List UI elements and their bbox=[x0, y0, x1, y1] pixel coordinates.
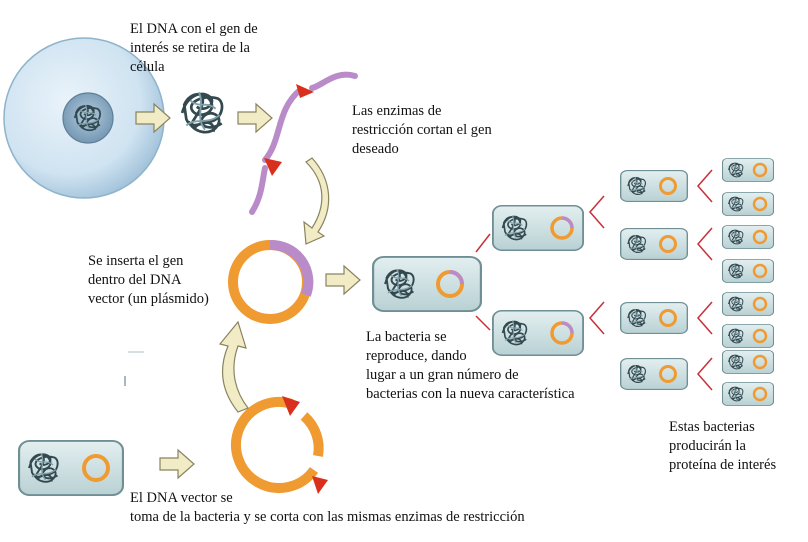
restriction-cut-bottom bbox=[264, 158, 282, 176]
transformed-bacterium bbox=[372, 256, 482, 312]
bacterium-gen3 bbox=[722, 382, 774, 406]
bacteria-gen3 bbox=[722, 158, 774, 406]
bacterium-gen3 bbox=[722, 350, 774, 374]
bacterium-gen3 bbox=[722, 259, 774, 283]
arrow-cell-to-dna bbox=[135, 102, 171, 134]
bacterium-gen3 bbox=[722, 292, 774, 316]
bacterium-gen3 bbox=[722, 192, 774, 216]
label-bacteria-reproduce: La bacteria se reproduce, dando lugar a … bbox=[366, 329, 575, 402]
restriction-cut-vector-top bbox=[282, 396, 300, 416]
bacterium-gen2 bbox=[620, 302, 688, 334]
bacterium-gen2 bbox=[620, 358, 688, 390]
inserted-gene-segment bbox=[269, 239, 314, 297]
source-bacterium bbox=[18, 440, 124, 496]
arrow-plasmid-to-bacterium bbox=[325, 264, 361, 296]
bacterium-gen1-bottom bbox=[492, 310, 584, 356]
recombinant-plasmid bbox=[228, 239, 314, 324]
cut-vector-plasmid bbox=[231, 396, 328, 494]
extracted-dna bbox=[180, 90, 224, 134]
branch-line bbox=[475, 315, 491, 331]
vector-ring-main bbox=[231, 397, 319, 493]
bacterium-gen3 bbox=[722, 324, 774, 348]
cut-gene bbox=[249, 71, 358, 215]
label-enzymes-cut: Las enzimas de restricción cortan el gen… bbox=[352, 103, 492, 157]
vector-ring-segment bbox=[300, 412, 324, 457]
bacterium-gen2 bbox=[620, 170, 688, 202]
label-vector-dna: El DNA vector se toma de la bacteria y s… bbox=[130, 490, 525, 525]
branch-gen1-gen2 bbox=[589, 195, 605, 335]
arrow-dna-to-gene bbox=[237, 102, 273, 134]
arrow-vector-to-plasmid bbox=[218, 320, 249, 413]
branch-gen2-gen3 bbox=[697, 169, 713, 391]
bacteria-gen2 bbox=[620, 170, 688, 390]
restriction-cut-top bbox=[296, 84, 314, 98]
cell bbox=[3, 37, 165, 199]
bacterium-gen3 bbox=[722, 158, 774, 182]
gene-strand-middle bbox=[262, 87, 303, 163]
arrow-bacterium-to-vector bbox=[159, 448, 195, 480]
label-dna-removed: El DNA con el gen de interés se retira d… bbox=[130, 21, 258, 75]
label-bacteria-produce: Estas bacterias producirán la proteína d… bbox=[669, 419, 777, 473]
branch-line bbox=[475, 233, 491, 253]
bacterium-gen1-top bbox=[492, 205, 584, 251]
bacterium-gen2 bbox=[620, 228, 688, 260]
label-insert-gene: Se inserta el gen dentro del DNA vector … bbox=[88, 253, 209, 307]
nucleus bbox=[62, 92, 114, 144]
bacterium-gen3 bbox=[722, 225, 774, 249]
restriction-cut-vector-bottom bbox=[312, 476, 328, 494]
arrow-gene-to-plasmid bbox=[303, 157, 330, 245]
gene-strand-lower bbox=[249, 165, 268, 215]
gene-strand-upper bbox=[309, 71, 358, 91]
